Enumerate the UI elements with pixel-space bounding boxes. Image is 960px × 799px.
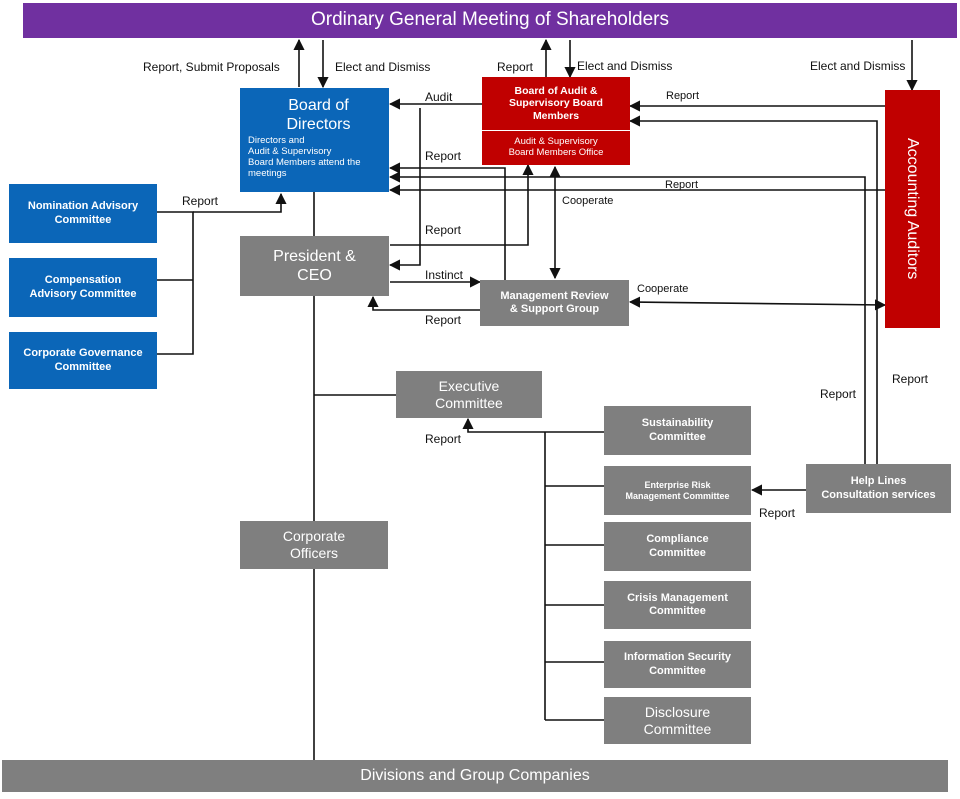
president-ceo: President & CEO	[240, 236, 389, 296]
help-lines: Help Lines Consultation services	[806, 464, 951, 513]
label-report-advisory: Report	[182, 194, 219, 208]
label-report-help-1: Report	[892, 372, 929, 386]
label-cooperate-mr-auditors: Cooperate	[637, 283, 689, 295]
label-cooperate-audit-mr: Cooperate	[562, 195, 614, 207]
nomination-advisory-committee: Nomination Advisory Committee	[9, 184, 157, 243]
divisions-group-companies: Divisions and Group Companies	[2, 760, 948, 792]
arrow-help-to-board	[388, 171, 866, 464]
shareholders-meeting: Ordinary General Meeting of Shareholders	[23, 3, 957, 38]
arrow-advisory-report	[193, 192, 287, 213]
enterprise-risk-management-committee: Enterprise Risk Management Committee	[604, 466, 751, 515]
label-report-to-board: Report	[425, 149, 462, 163]
label-elect-dismiss-board: Elect and Dismiss	[335, 60, 431, 74]
arrow-committees-to-exec	[462, 417, 604, 433]
executive-committee: Executive Committee	[396, 371, 542, 418]
sustainability-committee: Sustainability Committee	[604, 406, 751, 455]
audit-title-1: Board of Audit &	[514, 85, 598, 98]
label-report-auditors-audit: Report	[666, 90, 700, 102]
management-review-support-group: Management Review & Support Group	[480, 280, 629, 326]
arrow-mr-to-board	[388, 162, 506, 280]
label-elect-dismiss-auditors: Elect and Dismiss	[810, 59, 906, 73]
crisis-management-committee: Crisis Management Committee	[604, 581, 751, 629]
board-note-2: Audit & Supervisory	[248, 146, 332, 158]
board-title-1: Board of	[288, 97, 349, 114]
compensation-advisory-committee: Compensation Advisory Committee	[9, 258, 157, 317]
audit-title-3: Members	[532, 109, 580, 122]
accounting-auditors-label: Accounting Auditors	[904, 138, 922, 280]
disclosure-committee: Disclosure Committee	[604, 697, 751, 744]
line-audit-to-president	[388, 108, 421, 271]
audit-title-2: Supervisory Board	[509, 97, 603, 110]
label-report-top: Report	[497, 60, 534, 74]
board-of-directors: Board of Directors Directors and Audit &…	[240, 88, 389, 192]
label-report-president: Report	[425, 223, 462, 237]
arrow-help-to-audit	[628, 115, 878, 464]
board-note-4: meetings	[248, 168, 287, 180]
label-audit: Audit	[425, 90, 453, 104]
shareholders-title: Ordinary General Meeting of Shareholders	[310, 9, 670, 31]
accounting-auditors: Accounting Auditors	[885, 90, 940, 328]
audit-supervisory-board: Board of Audit & Supervisory Board Membe…	[482, 77, 630, 165]
compliance-committee: Compliance Committee	[604, 522, 751, 571]
arrow-president-report-audit	[390, 163, 534, 246]
label-report-exec: Report	[425, 432, 462, 446]
board-note-1: Directors and	[248, 135, 305, 147]
label-report-help-2: Report	[820, 387, 857, 401]
corporate-officers: Corporate Officers	[240, 521, 388, 569]
arrow-mr-report-president	[367, 295, 480, 311]
board-title-2: Directors	[286, 116, 351, 134]
information-security-committee: Information Security Committee	[604, 641, 751, 688]
board-note-3: Board Members attend the	[248, 157, 361, 169]
arrow-cooperate-mr-auditors	[628, 296, 887, 311]
label-elect-dismiss-audit: Elect and Dismiss	[577, 59, 673, 73]
label-report-auditors-board: Report	[665, 179, 699, 191]
line-advisory-bus	[157, 211, 194, 355]
label-report-mr-president: Report	[425, 313, 462, 327]
corporate-governance-committee: Corporate Governance Committee	[9, 332, 157, 389]
label-report-help-risk: Report	[759, 506, 796, 520]
label-instinct: Instinct	[425, 268, 464, 282]
audit-office: Audit & Supervisory Board Members Office	[482, 130, 630, 165]
label-report-submit: Report, Submit Proposals	[143, 60, 280, 74]
